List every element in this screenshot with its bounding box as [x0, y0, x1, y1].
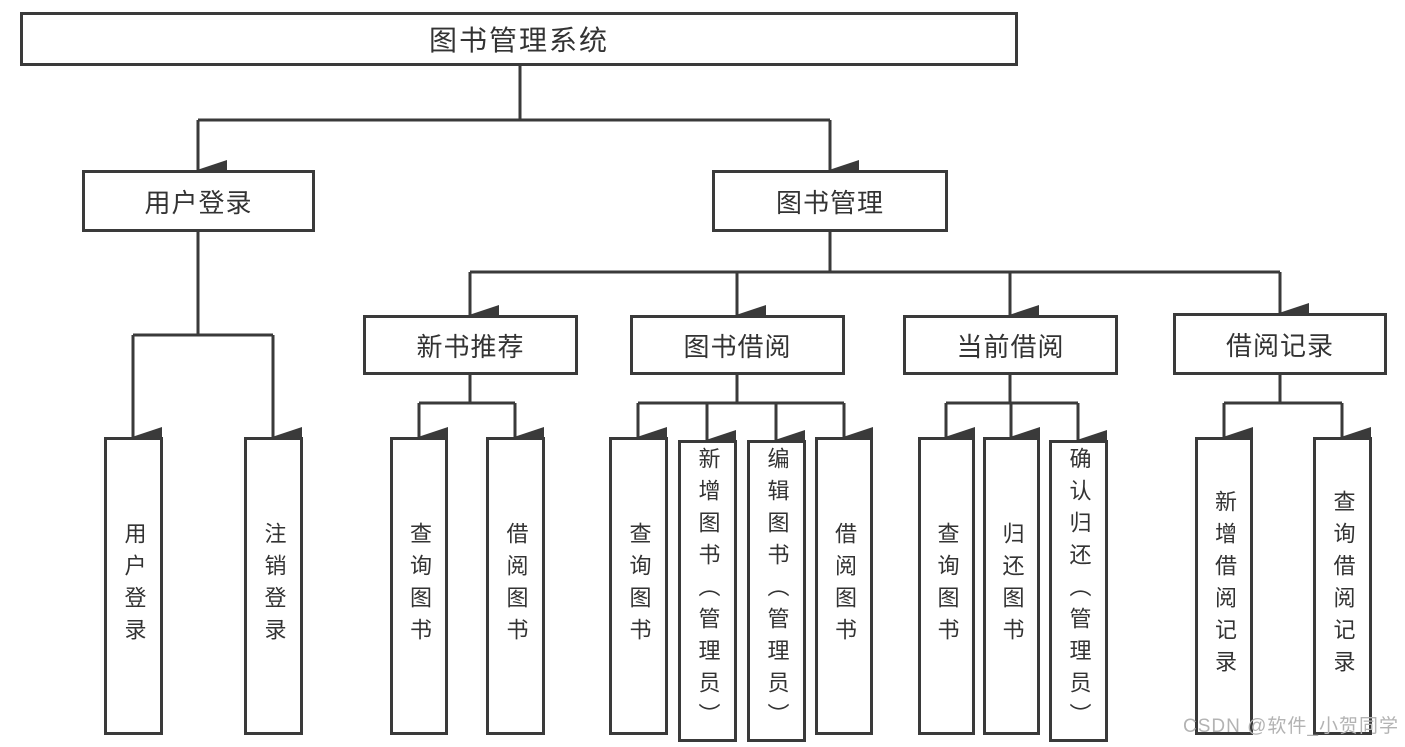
leaf-recommend-borrow-label: 借阅图书	[503, 522, 529, 650]
leaf-bb-borrow-label: 借阅图书	[832, 522, 857, 650]
node-new-book-recommend-label: 新书推荐	[416, 331, 525, 362]
leaf-recommend-query-label: 查询图书	[407, 522, 432, 650]
leaf-recommend-query: 查询图书	[390, 437, 448, 735]
leaf-br-add: 新增借阅记录	[1195, 437, 1253, 735]
node-user-login-label: 用户登录	[144, 187, 253, 218]
node-root: 图书管理系统	[20, 12, 1018, 66]
leaf-bb-query: 查询图书	[609, 437, 668, 735]
leaf-br-query-label: 查询借阅记录	[1330, 490, 1356, 682]
leaf-bb-edit-label: 编辑图书（管理员）	[764, 447, 790, 735]
leaf-bb-borrow: 借阅图书	[815, 437, 873, 735]
leaf-bb-add: 新增图书（管理员）	[678, 440, 737, 742]
leaf-bb-edit: 编辑图书（管理员）	[747, 440, 806, 742]
node-book-management: 图书管理	[712, 170, 948, 232]
node-borrow-record: 借阅记录	[1173, 313, 1387, 375]
leaf-cb-query-label: 查询图书	[934, 522, 960, 650]
leaf-cb-query: 查询图书	[918, 437, 975, 735]
leaf-cb-return-label: 归还图书	[999, 522, 1025, 650]
leaf-user-login: 用户登录	[104, 437, 163, 735]
node-book-management-label: 图书管理	[775, 187, 884, 218]
leaf-bb-query-label: 查询图书	[626, 522, 652, 650]
node-book-borrow: 图书借阅	[630, 315, 845, 375]
leaf-br-query: 查询借阅记录	[1313, 437, 1372, 735]
leaf-cb-confirm-label: 确认归还（管理员）	[1066, 447, 1092, 735]
leaf-user-login-label: 用户登录	[121, 522, 147, 650]
leaf-cb-return: 归还图书	[983, 437, 1040, 735]
node-book-borrow-label: 图书借阅	[683, 331, 792, 362]
leaf-br-add-label: 新增借阅记录	[1212, 490, 1237, 682]
leaf-recommend-borrow: 借阅图书	[486, 437, 545, 735]
node-root-label: 图书管理系统	[428, 25, 609, 56]
leaf-logout: 注销登录	[244, 437, 303, 735]
leaf-cb-confirm: 确认归还（管理员）	[1049, 440, 1108, 742]
node-current-borrow-label: 当前借阅	[956, 331, 1065, 362]
connector-trunks	[133, 66, 1342, 405]
leaf-logout-label: 注销登录	[261, 522, 287, 650]
node-current-borrow: 当前借阅	[903, 315, 1118, 375]
leaf-bb-add-label: 新增图书（管理员）	[695, 447, 721, 735]
node-user-login: 用户登录	[82, 170, 315, 232]
node-borrow-record-label: 借阅记录	[1225, 330, 1334, 361]
node-new-book-recommend: 新书推荐	[363, 315, 578, 375]
